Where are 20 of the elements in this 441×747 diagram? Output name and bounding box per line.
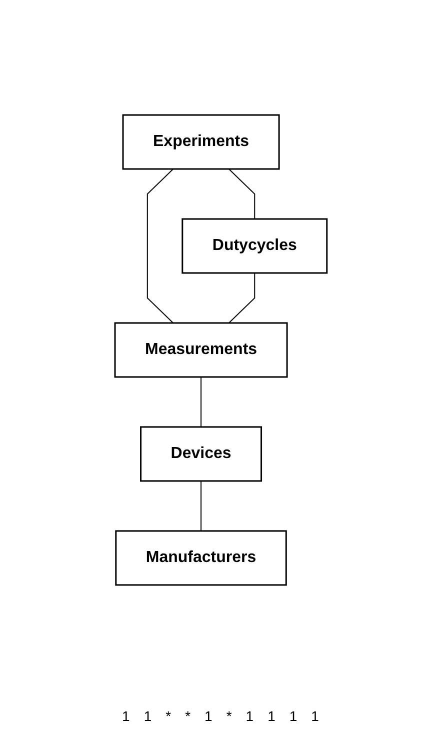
multiplicity-label: * xyxy=(166,708,172,724)
multiplicity-label: * xyxy=(226,708,232,724)
connector xyxy=(228,272,255,324)
node-box: Dutycycles xyxy=(181,218,328,274)
multiplicity-label: 1 xyxy=(204,708,212,724)
multiplicity-label: 1 xyxy=(144,708,152,724)
node-box: Experiments xyxy=(122,114,280,170)
node-box: Manufacturers xyxy=(114,530,286,586)
multiplicity-label: * xyxy=(185,708,191,724)
connector xyxy=(228,168,255,220)
multiplicity-label: 1 xyxy=(268,708,276,724)
multiplicity-label: 1 xyxy=(289,708,298,724)
node-box: Devices xyxy=(140,426,262,482)
connector xyxy=(146,168,174,324)
multiplicity-label: 1 xyxy=(311,708,319,724)
connector xyxy=(200,376,202,428)
multiplicity-label: 1 xyxy=(122,708,130,724)
connector xyxy=(200,480,202,532)
multiplicity-label: 1 xyxy=(246,708,254,724)
node-box: Measurements xyxy=(114,322,288,378)
